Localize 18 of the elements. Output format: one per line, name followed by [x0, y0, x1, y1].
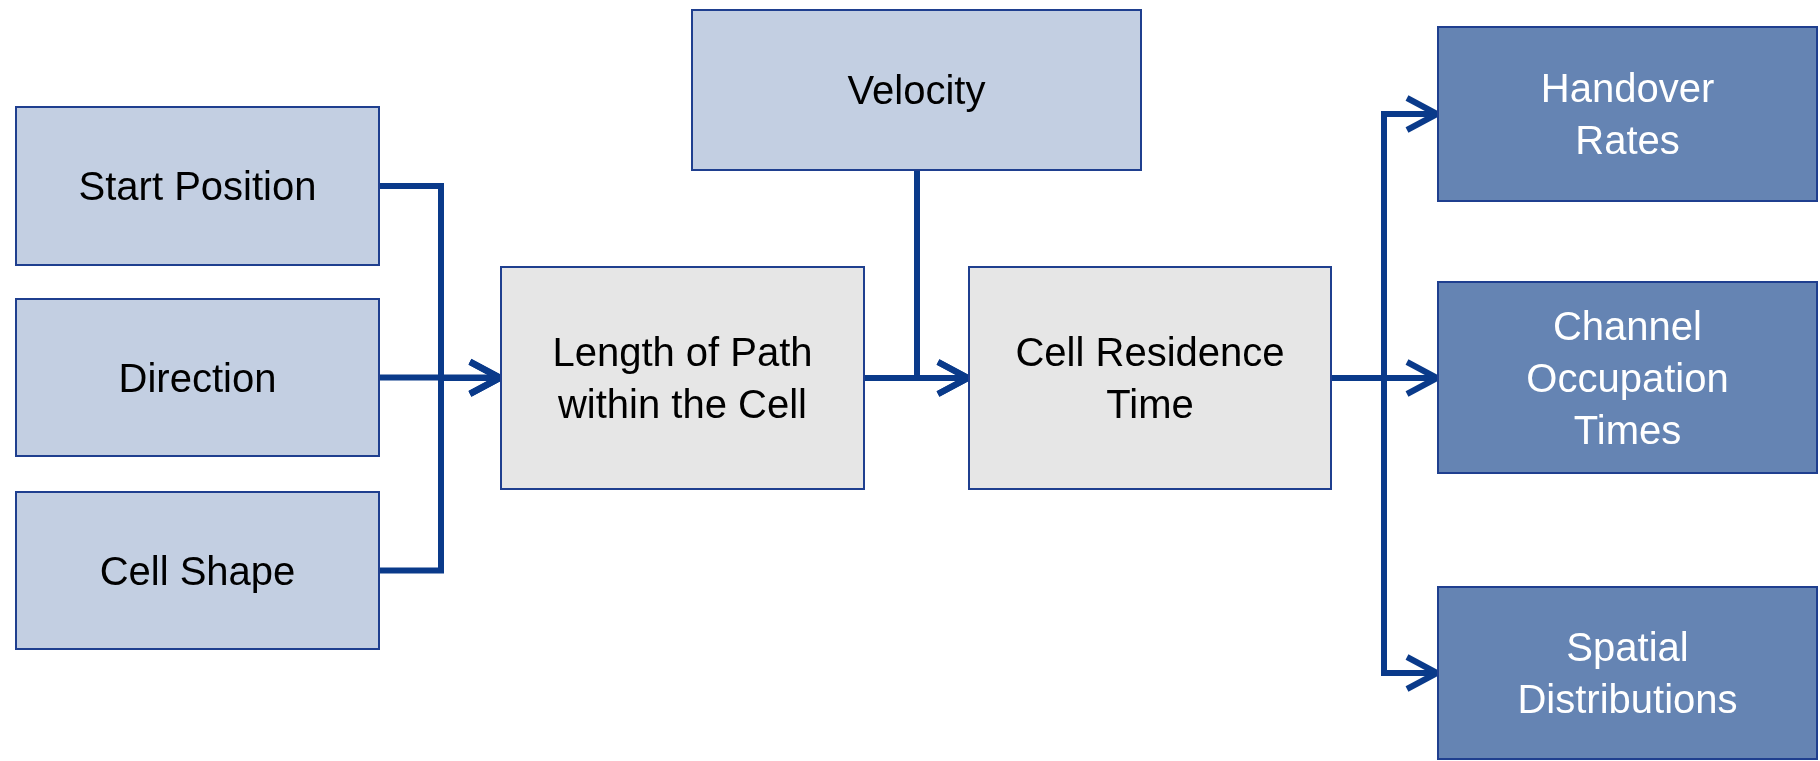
box-label: Spatial Distributions	[1516, 624, 1739, 723]
process-box	[15, 298, 380, 457]
box-label: Length of Path within the Cell	[551, 329, 814, 428]
process-box	[1437, 26, 1818, 202]
process-box	[1437, 281, 1818, 474]
box-label: Velocity	[847, 67, 986, 114]
process-box	[500, 266, 865, 490]
box-label: Channel Occupation Times	[1525, 302, 1730, 454]
process-box	[15, 106, 380, 266]
box-label: Handover Rates	[1539, 65, 1716, 164]
box-label: Cell Shape	[99, 547, 296, 595]
box-label: Start Position	[78, 163, 317, 210]
process-box	[691, 9, 1142, 171]
box-label: Direction	[118, 354, 277, 402]
box-label: Cell Residence Time	[1014, 329, 1286, 428]
process-box	[968, 266, 1332, 490]
process-box	[1437, 586, 1818, 760]
process-box	[15, 491, 380, 650]
